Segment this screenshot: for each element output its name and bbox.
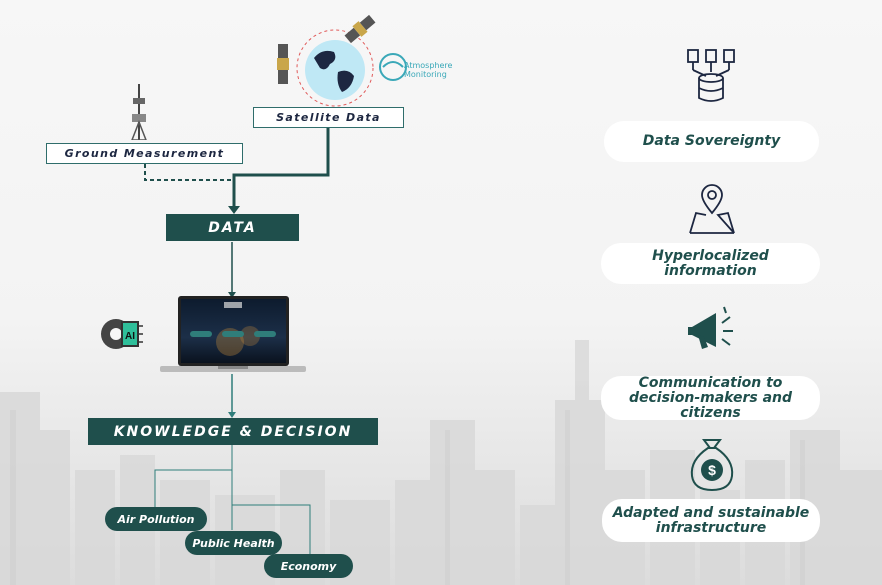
database-icon	[687, 49, 735, 102]
output-air-pollution: Air Pollution	[105, 507, 207, 531]
ai-chip-icon: AI	[101, 319, 143, 349]
earth-icon	[296, 29, 374, 107]
benefit-infrastructure: Adapted and sustainable infrastructure	[602, 499, 820, 542]
knowledge-decision-box: KNOWLEDGE & DECISION	[88, 418, 378, 445]
laptop-icon	[160, 296, 306, 372]
output-public-health: Public Health	[185, 531, 282, 555]
output-economy: Economy	[264, 554, 353, 578]
atmosphere-logo-icon	[379, 53, 407, 81]
benefit-data-sovereignty: Data Sovereignty	[604, 121, 819, 162]
satellite-icon	[277, 44, 289, 84]
logo-line1: Atmosphere	[404, 61, 453, 70]
megaphone-icon	[688, 306, 733, 349]
logo-line2: Monitoring	[404, 70, 447, 79]
ground-measurement-box: Ground Measurement	[46, 143, 243, 164]
money-bag-icon: $	[690, 439, 734, 492]
data-box: DATA	[166, 214, 299, 241]
svg-text:$: $	[708, 462, 716, 478]
benefit-hyperlocalized: Hyperlocalized information	[601, 243, 820, 284]
satellite-data-box: Satellite Data	[253, 107, 404, 128]
antenna-icon	[131, 84, 147, 140]
logo-text: Atmosphere Monitoring	[404, 61, 452, 79]
benefit-communication: Communication to decision-makers and cit…	[601, 375, 820, 420]
map-pin-icon	[689, 184, 735, 234]
svg-text:AI: AI	[125, 331, 135, 342]
satellite-icon	[344, 14, 376, 44]
